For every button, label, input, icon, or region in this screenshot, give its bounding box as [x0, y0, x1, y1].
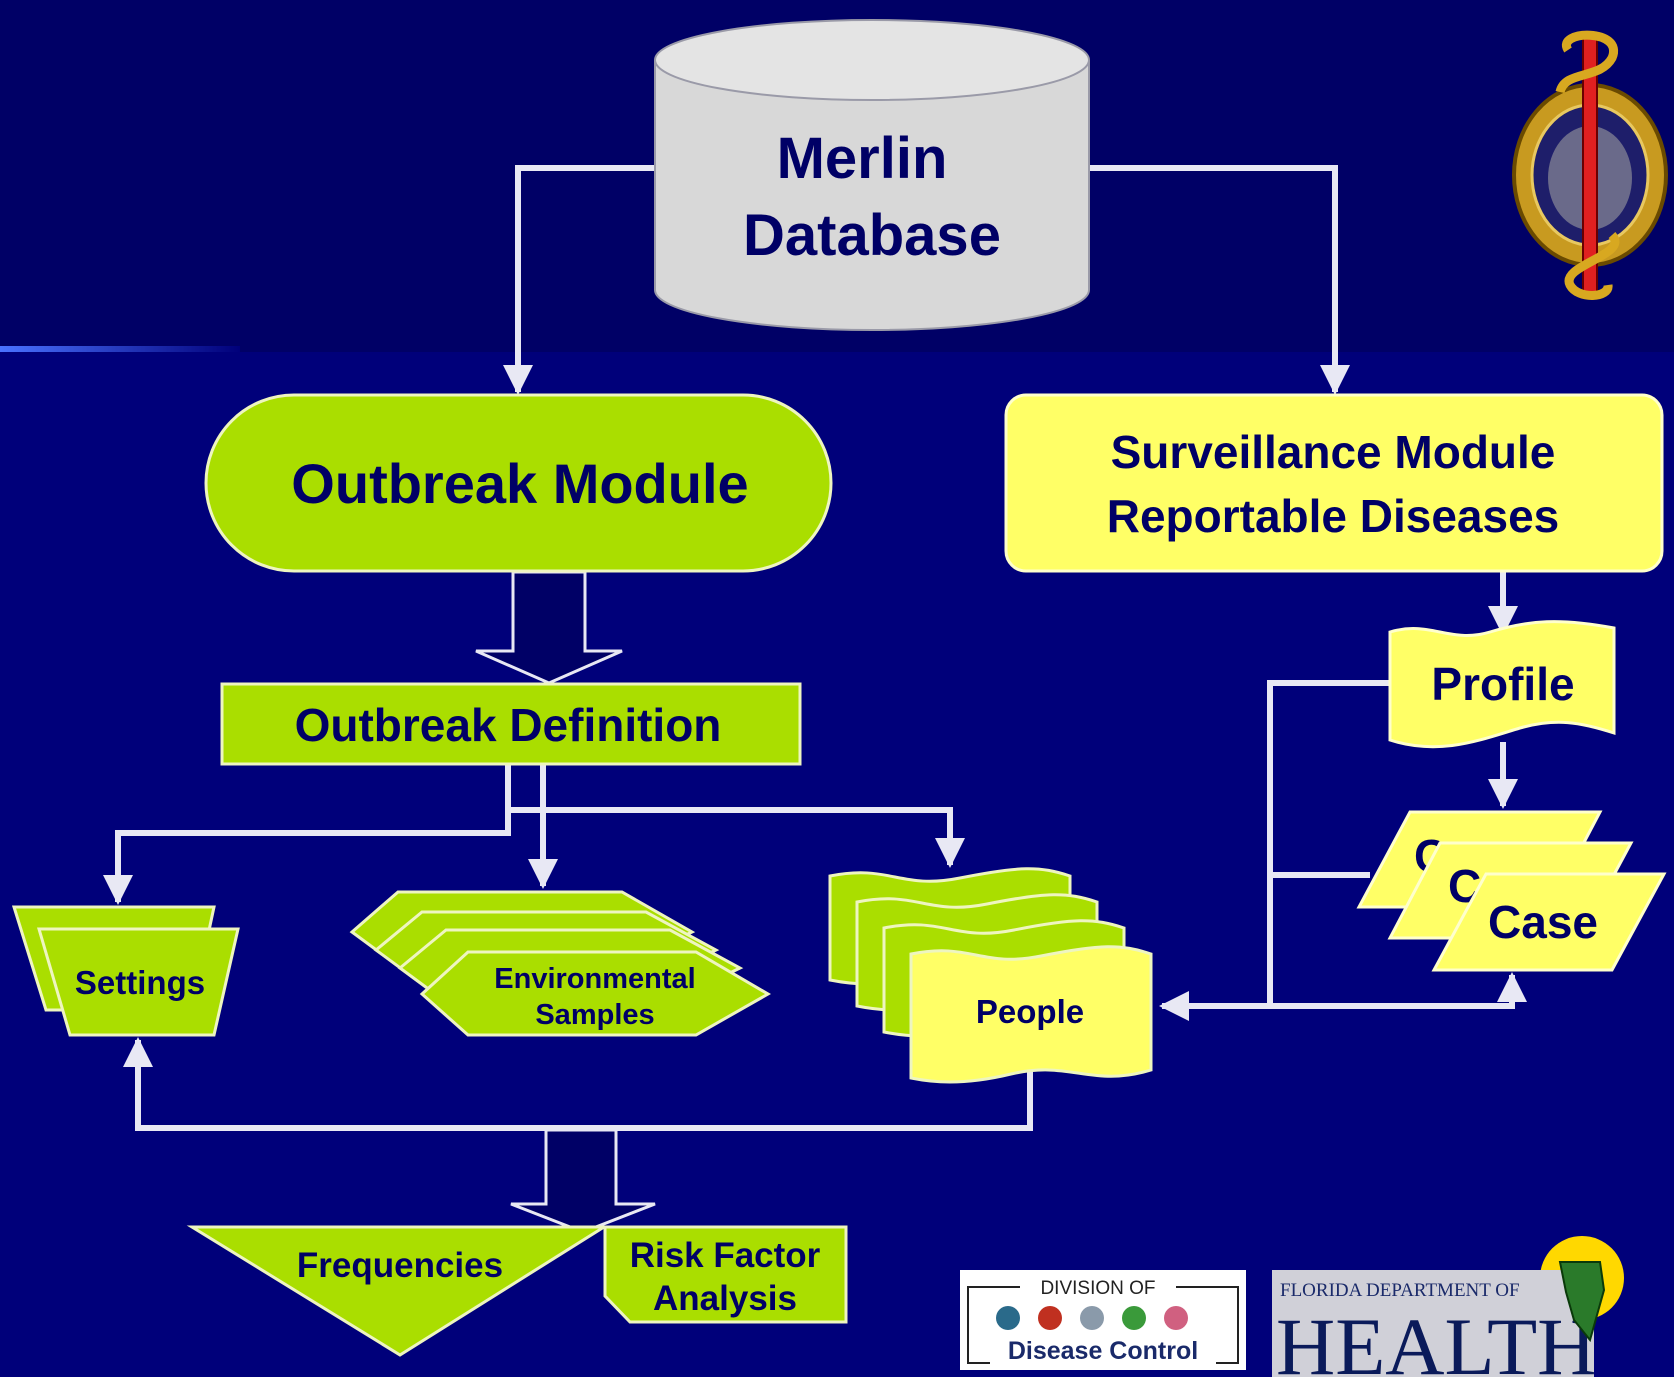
disease-control-bottom-text: Disease Control: [1008, 1337, 1198, 1365]
florida-health-logo: FLORIDA DEPARTMENT OF HEALTH: [1272, 1236, 1624, 1377]
connector-db-to-outbreak: [503, 165, 655, 395]
settings-node[interactable]: Settings: [11, 905, 240, 1037]
surveillance-label-line1: Surveillance Module: [1111, 426, 1556, 478]
risk-factor-label-line2: Analysis: [653, 1279, 797, 1318]
connector-definition-to-people: [508, 807, 965, 868]
block-arrow-module-to-definition: [475, 570, 623, 685]
disease-control-logo: DIVISION OF Disease Control: [960, 1270, 1246, 1370]
profile-label: Profile: [1431, 658, 1574, 710]
profile-node[interactable]: Profile: [1388, 620, 1616, 749]
outbreak-definition-label: Outbreak Definition: [295, 699, 722, 751]
florida-health-top-text: FLORIDA DEPARTMENT OF: [1280, 1280, 1520, 1301]
database-label-line1: Merlin: [777, 126, 948, 191]
connector-db-to-surveillance: [1088, 165, 1350, 395]
case-label: Case: [1488, 896, 1598, 948]
risk-factor-label-line1: Risk Factor: [630, 1236, 821, 1275]
surveillance-module-node[interactable]: Surveillance Module Reportable Diseases: [1004, 393, 1664, 573]
outbreak-definition-node[interactable]: Outbreak Definition: [220, 682, 802, 766]
header-accent-line: [0, 346, 240, 352]
frequencies-label: Frequencies: [297, 1246, 503, 1285]
people-node[interactable]: People: [828, 867, 1153, 1084]
block-arrow-to-analysis: [510, 1128, 656, 1234]
bureau-epidemiology-seal-logo: [1512, 30, 1668, 300]
case-node[interactable]: C C Case: [1356, 810, 1667, 972]
frequencies-node[interactable]: Frequencies: [186, 1225, 610, 1357]
connector-definition-to-settings: [103, 765, 511, 905]
surveillance-label-line2: Reportable Diseases: [1107, 490, 1560, 542]
connector-to-case: [1270, 972, 1527, 1009]
environmental-samples-label-line1: Environmental: [494, 963, 695, 995]
outbreak-module-node[interactable]: Outbreak Module: [204, 393, 833, 573]
outbreak-module-label: Outbreak Module: [291, 452, 748, 515]
connector-profile-to-people: [1159, 680, 1393, 1021]
connectors: [103, 165, 1527, 1131]
disease-control-top-text: DIVISION OF: [1040, 1278, 1155, 1299]
environmental-samples-node[interactable]: Environmental Samples: [349, 890, 772, 1037]
risk-factor-analysis-node[interactable]: Risk Factor Analysis: [603, 1225, 848, 1324]
settings-label: Settings: [75, 964, 205, 1001]
florida-health-bottom-text: HEALTH: [1276, 1301, 1596, 1377]
connector-people-to-settings: [123, 1037, 1033, 1131]
people-label: People: [976, 993, 1084, 1030]
database-label-line2: Database: [743, 203, 1001, 268]
merlin-database[interactable]: Merlin Database: [654, 19, 1090, 331]
environmental-samples-label-line2: Samples: [535, 999, 654, 1031]
